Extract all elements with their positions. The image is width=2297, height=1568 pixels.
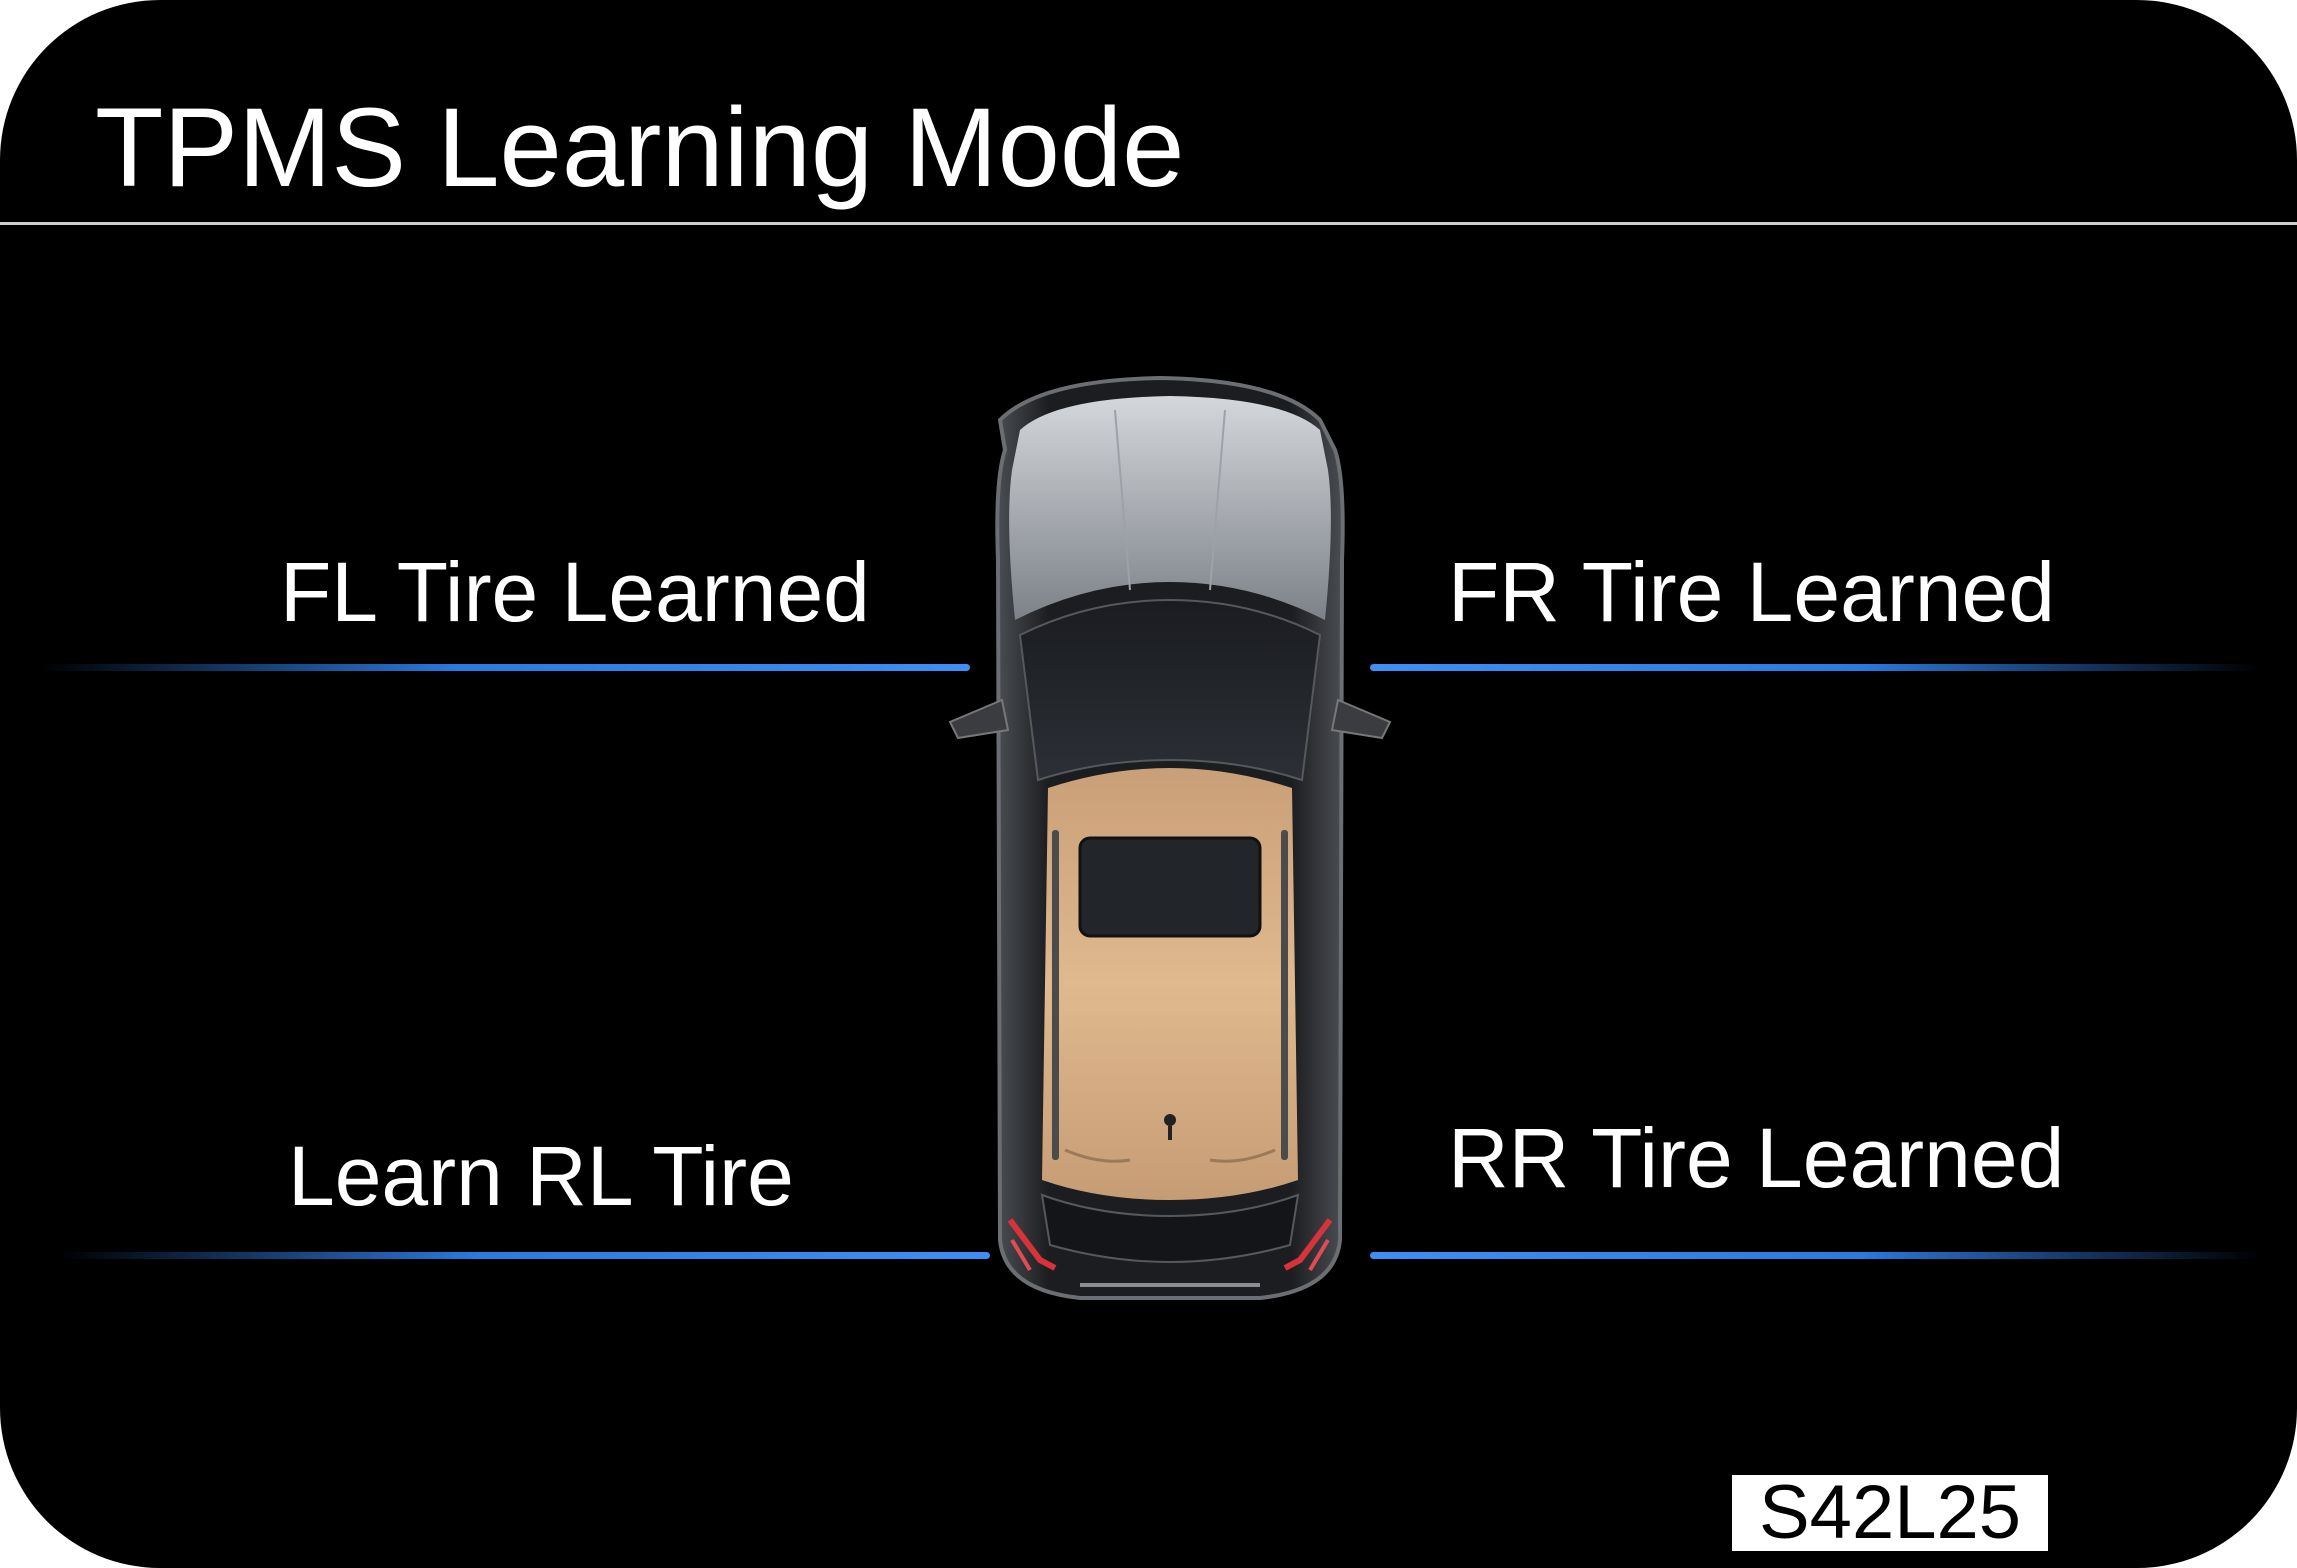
car-top-view-icon — [948, 375, 1392, 1300]
front-left-guide-line — [40, 664, 970, 671]
rear-right-guide-line — [1370, 1252, 2260, 1259]
reference-code-label: S42L25 — [1732, 1475, 2048, 1551]
rear-left-guide-line — [60, 1252, 990, 1259]
rear-right-tire-status: RR Tire Learned — [1448, 1111, 2065, 1205]
title-divider — [0, 222, 2297, 225]
page-title: TPMS Learning Mode — [95, 85, 1185, 210]
rear-left-tire-status: Learn RL Tire — [288, 1129, 794, 1223]
front-right-tire-status: FR Tire Learned — [1448, 545, 2055, 639]
front-left-tire-status: FL Tire Learned — [280, 545, 870, 639]
front-right-guide-line — [1370, 664, 2260, 671]
